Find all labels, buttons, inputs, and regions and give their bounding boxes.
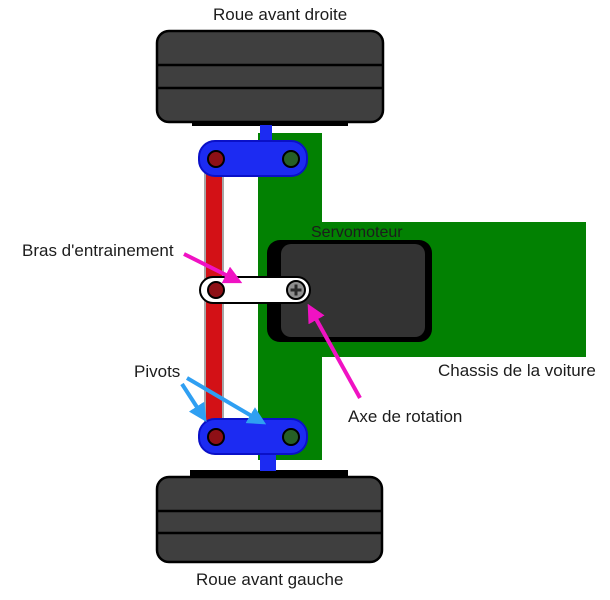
drive-arm-arrow	[183, 252, 243, 284]
drive-arm-pivot-red	[207, 281, 225, 299]
front-left-wheel-label: Roue avant gauche	[196, 570, 344, 589]
bottom-pivot-red	[207, 428, 225, 446]
rotation-axis-hub	[286, 280, 306, 300]
top-pivot-red	[207, 150, 225, 168]
rotation-axis-arrow	[307, 303, 362, 399]
top-pivot-green	[282, 150, 300, 168]
front-right-wheel-label: Roue avant droite	[213, 5, 348, 24]
bottom-steering-link	[198, 418, 308, 455]
pivots-label: Pivots	[134, 362, 181, 381]
front-left-kingpin-stub	[260, 452, 276, 471]
rotation-axis-label: Axe de rotation	[348, 407, 463, 426]
drive-arm	[199, 276, 311, 304]
chassis-label: Chassis de la voiture	[438, 361, 596, 380]
front-left-wheel	[155, 475, 384, 564]
bottom-pivot-green	[282, 428, 300, 446]
front-left-axle-bar	[190, 470, 348, 477]
front-right-wheel	[155, 29, 385, 124]
pivot-arrow-left	[180, 382, 207, 423]
pivot-arrow-right	[185, 376, 267, 425]
servo-label: Servomoteur	[311, 224, 403, 241]
top-steering-link	[198, 140, 308, 177]
drive-arm-label: Bras d'entrainement	[22, 241, 174, 260]
